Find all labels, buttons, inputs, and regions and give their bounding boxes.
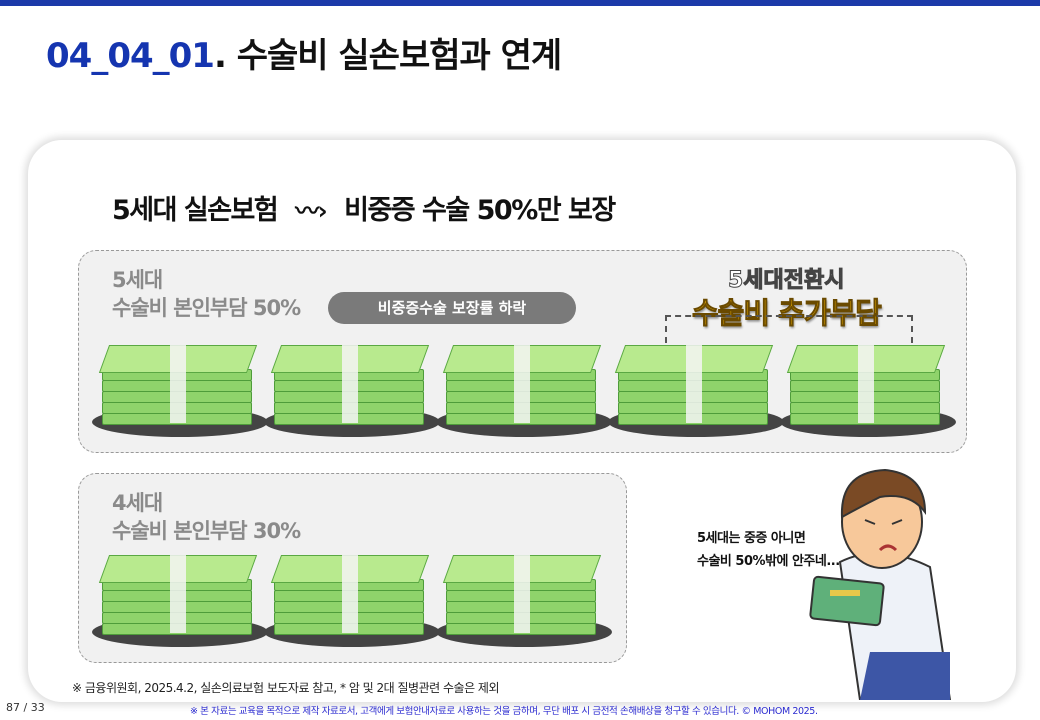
slide-heading: 5세대 실손보험〰›비중증 수술 50%만 보장 — [112, 188, 616, 227]
source-footnote: ※ 금융위원회, 2025.4.2, 실손의료보험 보도자료 참고, * 암 및… — [72, 681, 500, 695]
money-stack-icon — [780, 345, 956, 437]
page-number: 87 / 33 — [6, 701, 45, 714]
money-stack-icon — [436, 345, 612, 437]
dashed-bracket — [665, 315, 913, 343]
extra-cost-label: 수술비 추가부담 — [692, 296, 883, 331]
money-stack-icon — [436, 555, 612, 647]
money-stack-icon — [264, 345, 440, 437]
page-title: 04_04_01. 수술비 실손보험과 연계 — [46, 36, 562, 76]
money-stack-icon — [608, 345, 784, 437]
wavy-arrow-icon: 〰› — [295, 197, 327, 225]
money-stack-icon — [264, 555, 440, 647]
conversion-label: 5세대전환시 — [728, 268, 846, 294]
top-bar — [0, 0, 1040, 6]
money-stack-icon — [92, 555, 268, 647]
worried-man-illustration — [809, 468, 952, 700]
coverage-drop-badge: 비중증수술 보장률 하락 — [328, 292, 576, 324]
money-stack-icon — [92, 345, 268, 437]
copyright-notice: ※ 본 자료는 교육을 목적으로 제작 자료로서, 고객에게 보험안내자료로 사… — [190, 706, 818, 717]
